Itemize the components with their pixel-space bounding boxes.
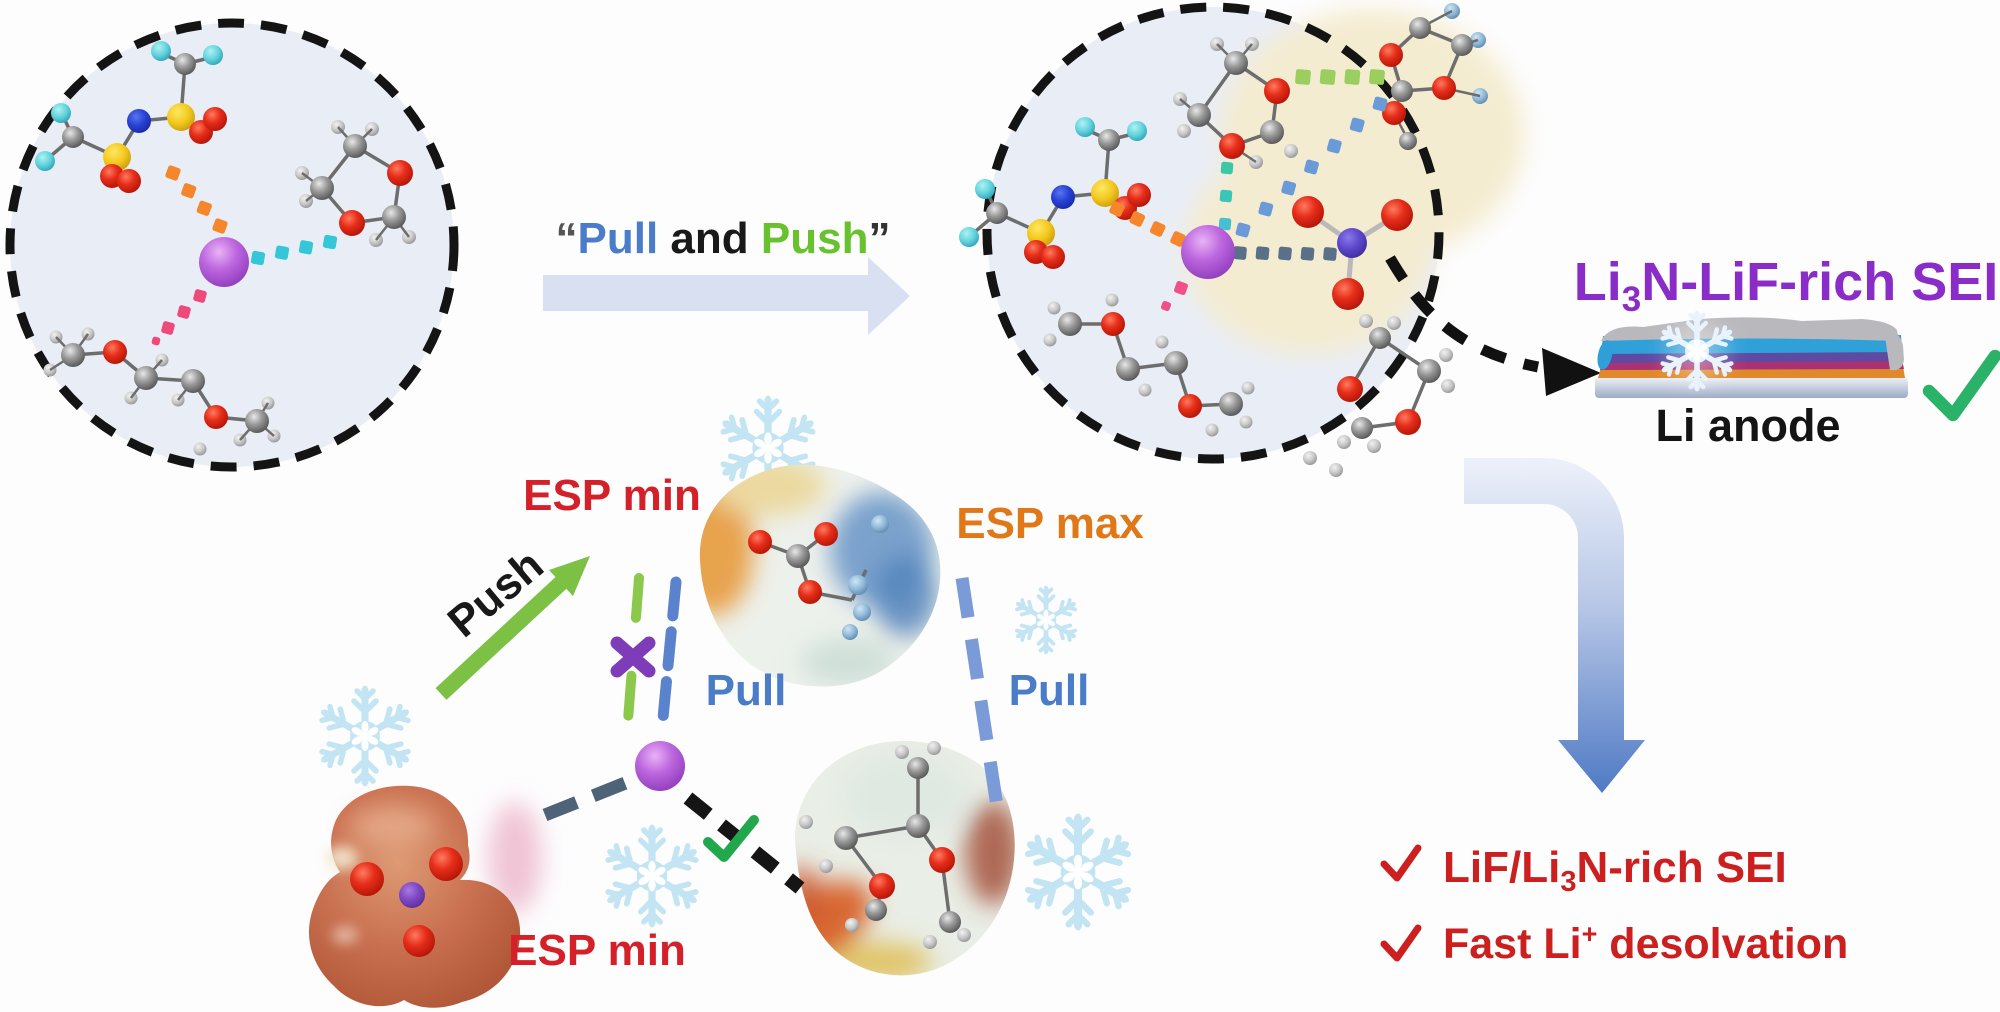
svg-text:“Pull and Push”: “Pull and Push” [556,214,891,263]
svg-text:ESP min: ESP min [508,926,686,975]
svg-text:Pull: Pull [706,666,787,715]
svg-text:Li3N-LiF-rich SEI: Li3N-LiF-rich SEI [1574,252,1998,319]
svg-text:Li anode: Li anode [1655,400,1840,451]
svg-text:ESP max: ESP max [956,499,1144,548]
svg-text:Fast Li+ desolvation: Fast Li+ desolvation [1443,919,1848,968]
svg-text:Pull: Pull [1009,666,1090,715]
svg-text:LiF/Li3N-rich SEI: LiF/Li3N-rich SEI [1443,843,1787,898]
svg-text:ESP min: ESP min [523,471,701,520]
